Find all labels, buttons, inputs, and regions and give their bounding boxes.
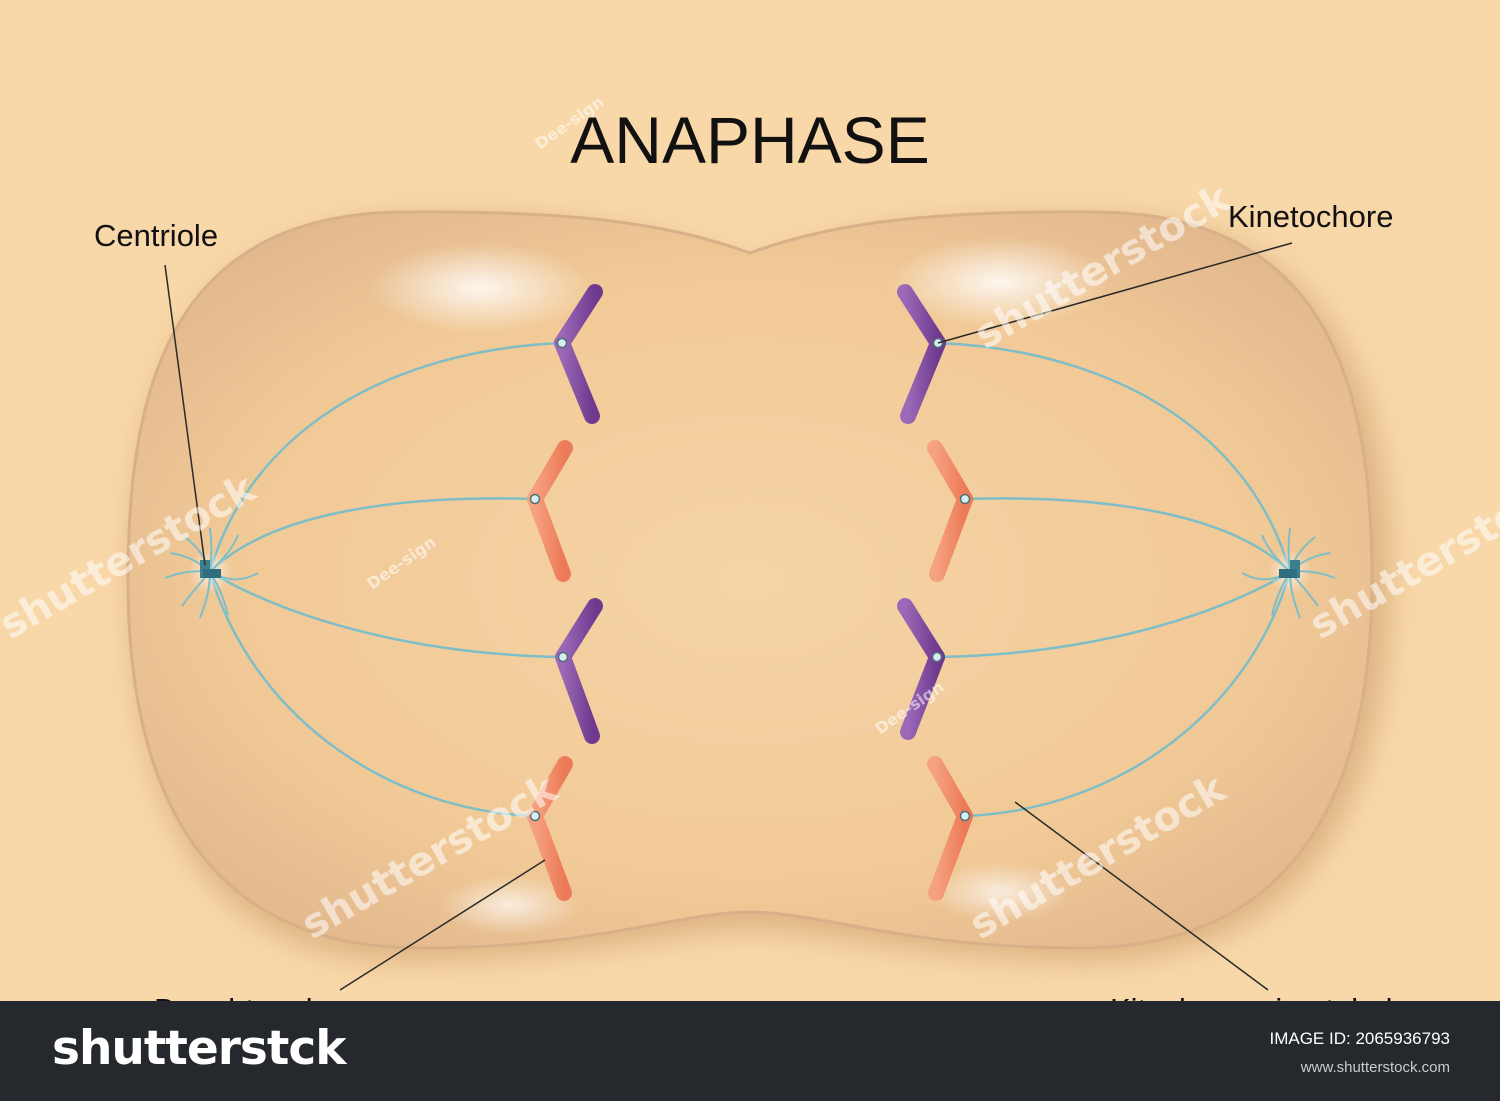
chromosome-right-4 — [927, 756, 973, 901]
chromosome-left-4 — [527, 756, 573, 901]
chromosome-right-3 — [897, 598, 945, 740]
kinetochore — [959, 810, 971, 822]
spindle-right — [936, 341, 1292, 818]
cell-membrane — [126, 210, 1374, 950]
stock-logo: shutterstck — [52, 1021, 346, 1076]
kinetochore-leader-line — [937, 242, 1293, 344]
kinetochore — [529, 810, 541, 822]
centriole-right — [1241, 527, 1336, 619]
footer-bar: shutterstck IMAGE ID: 2065936793 www.shu… — [0, 1001, 1500, 1101]
kinetochore-microtubule — [209, 570, 564, 659]
leader-lines — [164, 242, 1293, 991]
kinetochores — [529, 337, 971, 822]
diagram-title: ANAPHASE — [570, 103, 929, 177]
kinetochore-microtubule — [964, 571, 1292, 818]
kinetochore-microtubule — [936, 570, 1291, 659]
kinetochore — [556, 337, 568, 349]
cell-highlight — [930, 862, 1070, 922]
kinetochore-label: Kinetochore — [1228, 199, 1393, 234]
kinetochore-microtubule — [964, 497, 1291, 573]
kinetochore — [959, 493, 971, 505]
kinetochore — [557, 651, 569, 663]
cell-highlight — [370, 243, 590, 333]
cell-highlight — [890, 237, 1110, 327]
kinetochore-microtubule — [209, 497, 536, 573]
centriole-label: Centriole — [94, 218, 218, 253]
chromosome-left-3 — [555, 598, 603, 744]
daughter-chromosome-leader-line — [339, 859, 546, 991]
kinetochore-microtubule — [208, 571, 536, 818]
image-id: IMAGE ID: 2065936793 — [1269, 1029, 1450, 1048]
centriole-leader-line — [164, 264, 206, 566]
centriole-left — [164, 527, 259, 619]
chromosome-right-1 — [897, 284, 946, 424]
stock-url: www.shutterstock.com — [1300, 1059, 1450, 1076]
chromosome-left-2 — [527, 440, 573, 582]
spindle-left — [208, 341, 564, 818]
chromosome-right-2 — [927, 440, 973, 582]
kinetochore — [529, 493, 541, 505]
cell-highlight — [440, 875, 580, 935]
kinetochore-microtubule — [937, 341, 1292, 573]
kinetochore — [931, 651, 943, 663]
kinetochore-microtubule — [208, 341, 563, 573]
microtubule-leader-line — [1014, 801, 1269, 991]
chromosome-left-1 — [554, 284, 603, 424]
